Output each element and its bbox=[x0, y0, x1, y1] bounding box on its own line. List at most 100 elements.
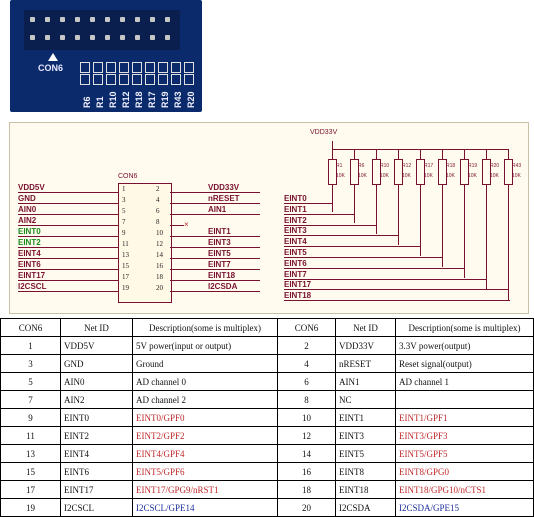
description: AD channel 1 bbox=[395, 372, 534, 391]
resistor-lead-top bbox=[508, 149, 509, 159]
header-net-id: Net ID bbox=[335, 318, 396, 337]
resistor-lead-bottom bbox=[376, 185, 377, 234]
resistor-lead-top bbox=[376, 149, 377, 159]
net-id: EINT18 bbox=[335, 480, 396, 499]
net-id: nRESET bbox=[335, 354, 396, 373]
left-net-label: EINT4 bbox=[18, 249, 41, 258]
left-net-wire bbox=[18, 280, 118, 281]
right-net-label: EINT1 bbox=[208, 227, 231, 236]
resistor-value: 10K bbox=[336, 173, 345, 179]
pullup-resistor bbox=[394, 159, 403, 185]
net-id: I2CSCL bbox=[60, 498, 133, 517]
header-pin bbox=[165, 35, 170, 40]
resistor-value: 10K bbox=[402, 173, 411, 179]
resistor-lead-top bbox=[442, 149, 443, 159]
description: EINT5/GPF5 bbox=[395, 444, 534, 463]
header-pin bbox=[90, 17, 95, 22]
bus-net-wire bbox=[284, 300, 510, 302]
resistor-pad bbox=[158, 74, 168, 85]
pin-number: 20 bbox=[277, 498, 336, 517]
left-net-wire bbox=[18, 214, 118, 215]
pullup-resistor bbox=[328, 159, 337, 185]
right-pin-number: 6 bbox=[156, 207, 160, 215]
resistor-pad bbox=[80, 74, 90, 85]
resistor-pad bbox=[184, 74, 194, 85]
right-net-wire bbox=[170, 203, 260, 204]
right-pin-number: 20 bbox=[156, 284, 163, 292]
header-pin bbox=[45, 17, 50, 22]
resistor-label: R6 bbox=[82, 96, 92, 108]
header-pin bbox=[150, 35, 155, 40]
right-net-wire bbox=[170, 236, 260, 237]
bus-net-wire bbox=[284, 203, 332, 204]
pin-number: 4 bbox=[277, 354, 336, 373]
description: EINT5/GPF6 bbox=[132, 462, 278, 481]
description: Reset signal(output) bbox=[395, 354, 534, 373]
description: EINT8/GPG0 bbox=[395, 462, 534, 481]
resistor-pad bbox=[132, 74, 142, 85]
bus-net-label: EINT17 bbox=[284, 280, 312, 290]
net-id: EINT8 bbox=[335, 462, 396, 481]
pin-number: 3 bbox=[0, 354, 61, 373]
resistor-label: R19 bbox=[160, 91, 170, 108]
pin-number: 18 bbox=[277, 480, 336, 499]
pin-number: 6 bbox=[277, 372, 336, 391]
right-net-wire bbox=[170, 291, 260, 292]
resistor-value: 10K bbox=[468, 173, 477, 179]
resistor-label: R10 bbox=[108, 91, 118, 108]
header-pin bbox=[105, 17, 110, 22]
header-pin bbox=[30, 17, 35, 22]
header-pin bbox=[135, 35, 140, 40]
no-connect-icon: × bbox=[184, 220, 189, 229]
left-net-wire bbox=[18, 291, 118, 292]
description: EINT4/GPF4 bbox=[132, 444, 278, 463]
description: I2CSDA/GPE15 bbox=[395, 498, 534, 517]
net-id: EINT5 bbox=[335, 444, 396, 463]
description: EINT17/GPG9/nRST1 bbox=[132, 480, 278, 499]
description: Ground bbox=[132, 354, 278, 373]
bus-net-label: EINT1 bbox=[284, 204, 307, 214]
right-pin-number: 2 bbox=[156, 185, 160, 193]
description: 3.3V power(output) bbox=[395, 336, 534, 355]
net-id: EINT4 bbox=[60, 444, 133, 463]
net-id: EINT0 bbox=[60, 408, 133, 427]
pullup-resistor bbox=[438, 159, 447, 185]
right-pin-number: 4 bbox=[156, 196, 160, 204]
right-pin-number: 8 bbox=[156, 218, 160, 226]
resistor-name: R10 bbox=[380, 163, 390, 169]
pullup-resistor bbox=[460, 159, 469, 185]
pin-number: 12 bbox=[277, 426, 336, 445]
left-pin-number: 5 bbox=[122, 207, 126, 215]
net-id: NC bbox=[335, 390, 396, 409]
resistor-label: R1 bbox=[95, 96, 105, 108]
right-net-label: EINT7 bbox=[208, 260, 231, 269]
vdd-tap bbox=[332, 141, 333, 149]
left-net-wire bbox=[18, 203, 118, 204]
description: EINT18/GPG10/nCTS1 bbox=[395, 480, 534, 499]
resistor-pad bbox=[171, 62, 181, 73]
resistor-pad bbox=[106, 74, 116, 85]
resistor-lead-bottom bbox=[508, 185, 509, 300]
resistor-pad bbox=[106, 62, 116, 73]
header-pin bbox=[75, 35, 80, 40]
left-net-label: EINT6 bbox=[18, 260, 41, 269]
left-pin-number: 3 bbox=[122, 196, 126, 204]
pullup-resistor bbox=[350, 159, 359, 185]
right-net-label: VDD33V bbox=[208, 183, 240, 192]
resistor-lead-top bbox=[486, 149, 487, 159]
left-net-label: VDD5V bbox=[18, 183, 45, 192]
right-pin-number: 10 bbox=[156, 229, 163, 237]
resistor-lead-top bbox=[420, 149, 421, 159]
bus-net-label: EINT6 bbox=[284, 258, 307, 268]
resistor-label: R43 bbox=[173, 91, 183, 108]
header-pin bbox=[45, 35, 50, 40]
right-net-label: EINT3 bbox=[208, 238, 231, 247]
description: AD channel 0 bbox=[132, 372, 278, 391]
